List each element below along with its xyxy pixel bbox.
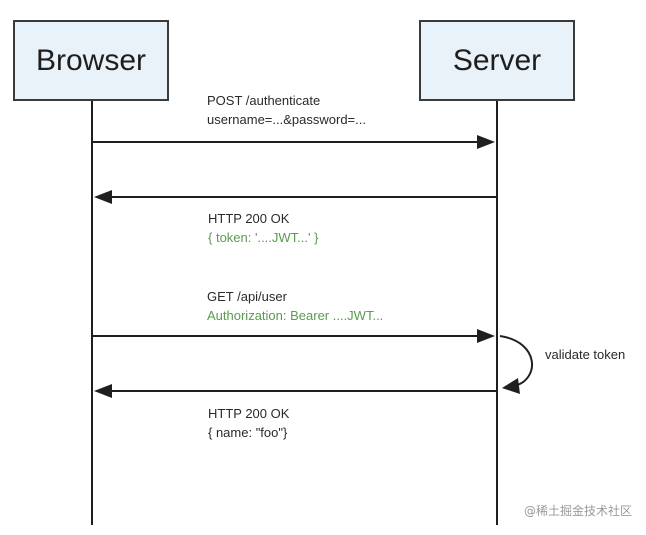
- browser-label: Browser: [35, 43, 147, 77]
- api-response-line1: HTTP 200 OK: [208, 406, 290, 421]
- api-request-line2: Authorization: Bearer ....JWT...: [207, 308, 384, 323]
- login-request-label: POST /authenticate username=...&password…: [207, 91, 366, 129]
- server-box: Server: [419, 20, 575, 101]
- api-response-arrowhead: [94, 384, 112, 398]
- login-response-label: HTTP 200 OK { token: '....JWT...' }: [208, 209, 318, 247]
- validate-token-label: validate token: [545, 347, 626, 362]
- login-response-line2: { token: '....JWT...' }: [208, 230, 319, 245]
- watermark: @稀土掘金技术社区: [523, 504, 632, 518]
- login-request-arrowhead: [477, 135, 495, 149]
- api-request-line1: GET /api/user: [207, 289, 287, 304]
- login-request-line2: username=...&password=...: [207, 112, 366, 127]
- api-response-line2: { name: "foo"}: [208, 425, 288, 440]
- api-request-arrowhead: [477, 329, 495, 343]
- validate-token-arrowhead: [502, 378, 520, 394]
- validate-token-loop: [499, 335, 534, 387]
- login-request-line1: POST /authenticate: [207, 93, 321, 108]
- server-label: Server: [452, 43, 542, 77]
- api-request-label: GET /api/user Authorization: Bearer ....…: [207, 287, 383, 325]
- browser-box: Browser: [13, 20, 169, 101]
- api-response-label: HTTP 200 OK { name: "foo"}: [208, 404, 289, 442]
- login-response-line1: HTTP 200 OK: [208, 211, 290, 226]
- login-response-arrowhead: [94, 190, 112, 204]
